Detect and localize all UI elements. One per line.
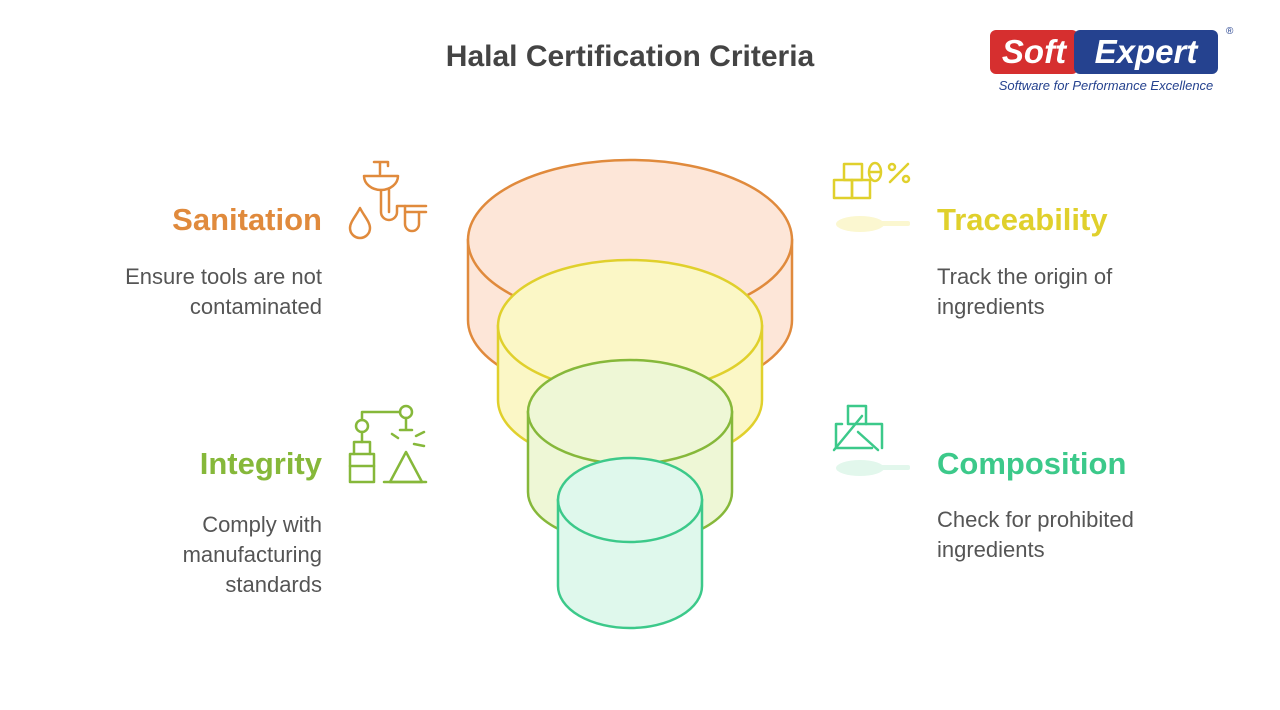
desc-line: manufacturing	[182, 542, 322, 567]
sink-pipe-icon	[348, 160, 428, 240]
desc-line: contaminated	[189, 294, 322, 319]
logo-registered-mark: ®	[1226, 26, 1234, 37]
criterion-desc-composition: Check for prohibited ingredients	[937, 505, 1237, 565]
ingredient-percent-icon	[832, 161, 911, 200]
criterion-heading-integrity: Integrity	[199, 446, 322, 481]
robot-arm-icon	[348, 404, 428, 484]
criterion-heading-sanitation: Sanitation	[172, 202, 322, 237]
page-title: Halal Certification Criteria	[445, 40, 815, 73]
criterion-desc-sanitation: Ensure tools are not contaminated	[60, 262, 322, 322]
desc-line: Check for prohibited	[937, 507, 1134, 532]
funnel-layer-composition	[556, 456, 704, 630]
desc-line: standards	[225, 572, 322, 597]
logo-tagline: Software for Performance Excellence	[998, 78, 1214, 93]
desc-line: Ensure tools are not	[125, 264, 322, 289]
softexpert-logo: Soft Expert ® Software for Performance E…	[988, 26, 1238, 96]
logo-word-soft: Soft	[990, 30, 1078, 74]
desc-line: Track the origin of	[937, 264, 1113, 289]
criterion-heading-composition: Composition	[937, 446, 1127, 481]
criterion-heading-traceability: Traceability	[937, 202, 1108, 237]
desc-line: Comply with	[202, 512, 322, 537]
criterion-desc-traceability: Track the origin of ingredients	[937, 262, 1237, 322]
logo-word-expert: Expert	[1074, 30, 1218, 74]
desc-line: ingredients	[937, 294, 1045, 319]
criterion-desc-integrity: Comply with manufacturing standards	[60, 510, 322, 600]
desc-line: ingredients	[937, 537, 1045, 562]
prohibited-box-icon	[832, 404, 884, 452]
